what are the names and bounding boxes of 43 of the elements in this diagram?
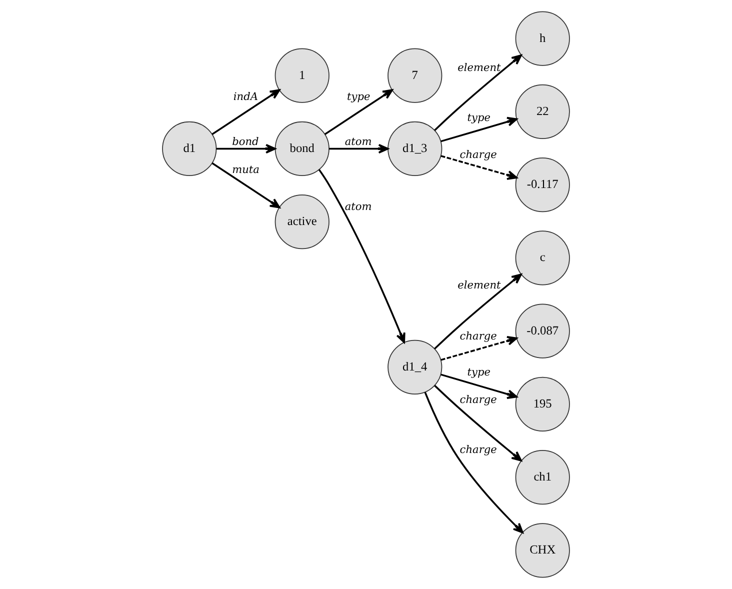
arrow	[440, 155, 518, 180]
arrow	[440, 116, 518, 142]
node-circle: 195	[515, 376, 570, 432]
edge-label: charge	[460, 149, 497, 162]
edge-label: indA	[233, 90, 258, 103]
edge-label: bond	[232, 136, 259, 148]
arrow	[216, 144, 276, 154]
arrow	[324, 89, 393, 135]
arrow	[434, 384, 522, 462]
node-circle: 1	[274, 48, 330, 103]
node-circle: h	[515, 11, 570, 66]
node-circle: d1	[162, 121, 217, 176]
arrow	[329, 144, 389, 154]
arrow	[212, 89, 280, 135]
edge-label: element	[458, 279, 501, 292]
edge-label: charge	[460, 444, 497, 456]
node-circle: c	[515, 230, 570, 286]
node-circle: -0.117	[515, 158, 570, 212]
arrow	[434, 54, 522, 131]
arrow	[440, 336, 518, 361]
node-circle: d1_4	[388, 340, 442, 394]
node-circle: d1_3	[388, 121, 442, 176]
edge-label: type	[467, 366, 491, 379]
node-circle: bond	[274, 121, 330, 176]
arrow	[318, 169, 406, 344]
edge-label: type	[467, 112, 491, 124]
edge-label: type	[347, 90, 370, 103]
arrow	[424, 392, 524, 534]
node-circle: active	[274, 194, 330, 250]
arrow	[440, 374, 518, 399]
arrow	[212, 162, 280, 208]
node-circle: 7	[388, 48, 442, 103]
node-circle: ch1	[515, 450, 570, 505]
node-circle: CHX	[515, 523, 570, 578]
edge-label: atom	[344, 201, 372, 214]
node-circle: -0.087	[515, 304, 570, 358]
edge-label: muta	[232, 164, 260, 176]
edge-label: charge	[460, 394, 497, 406]
arrow	[434, 274, 522, 350]
edge-label: element	[458, 62, 501, 74]
node-circle: 22	[515, 84, 570, 140]
edge-label: charge	[460, 330, 497, 343]
edge-label: atom	[344, 136, 372, 148]
